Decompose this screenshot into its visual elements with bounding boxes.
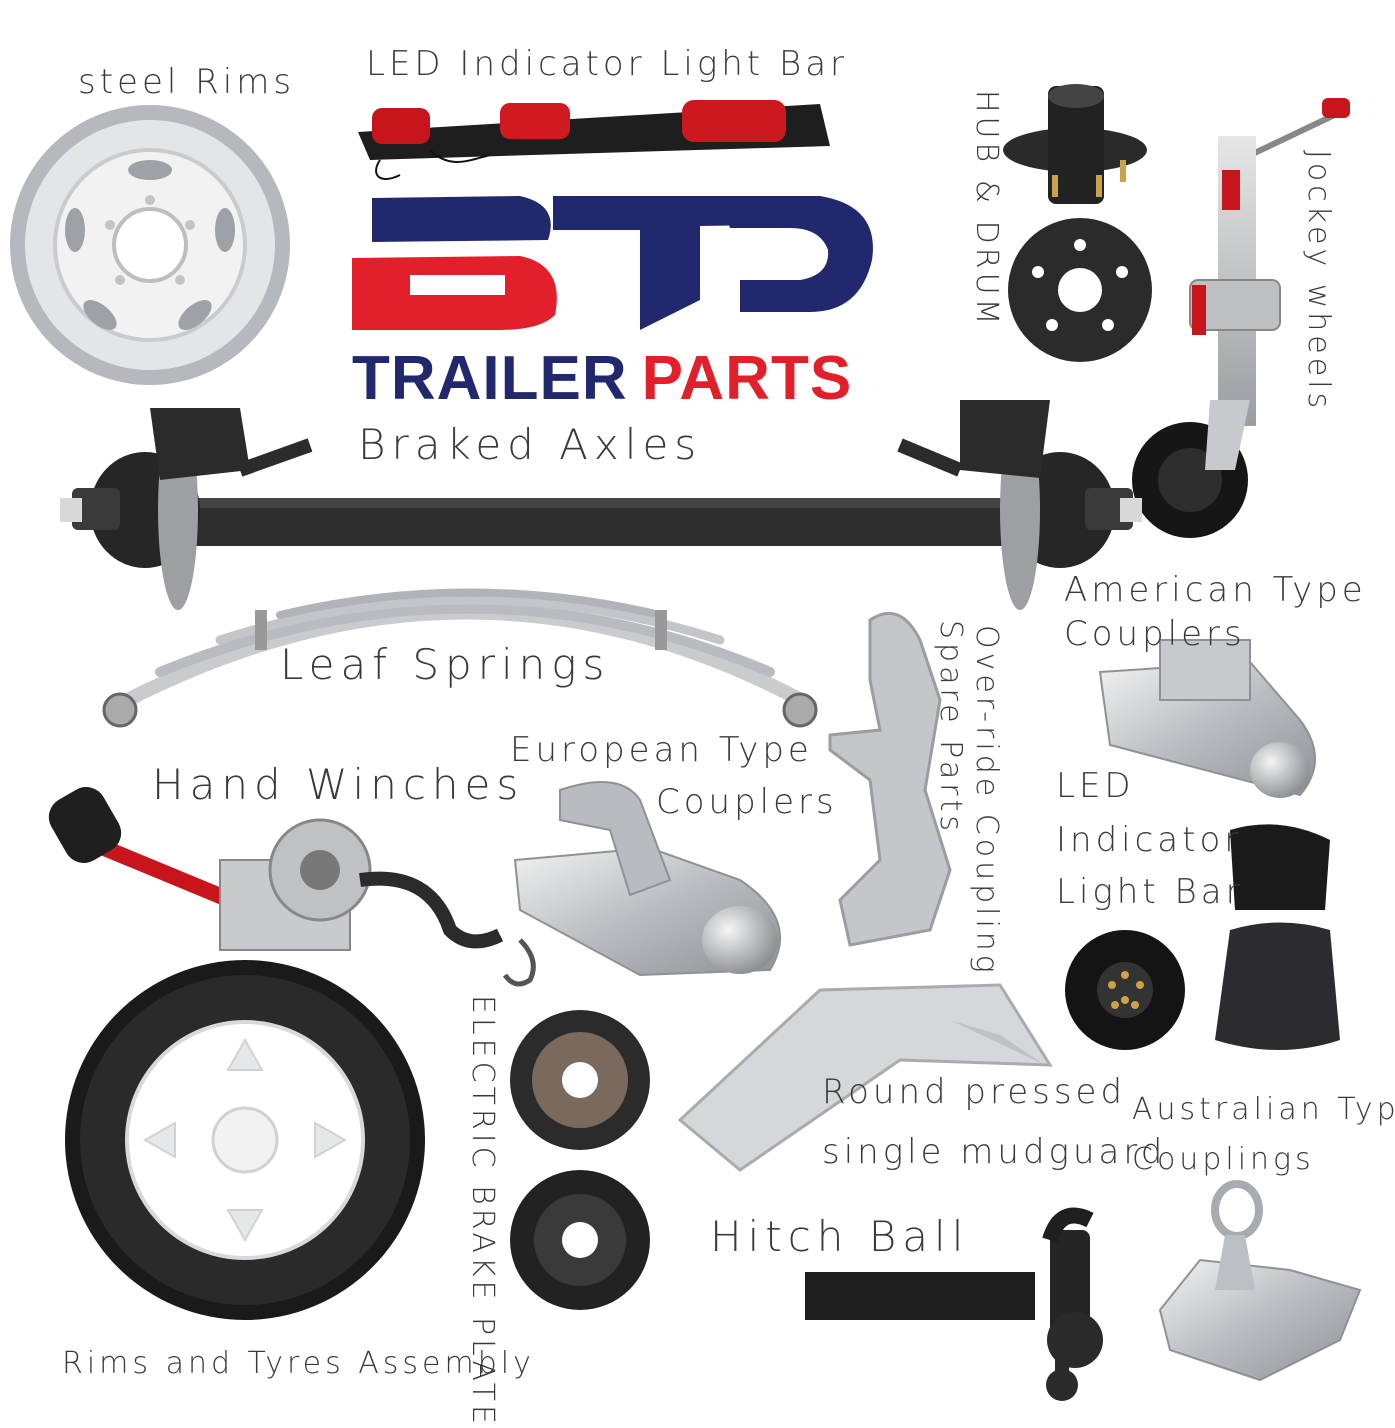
- btp-logo-mark: [352, 196, 873, 330]
- label-european-line-1: European Type: [510, 730, 813, 770]
- hub-drum-icon: [1003, 84, 1152, 362]
- label-led-right-line-3: Light Bar: [1056, 872, 1244, 912]
- label-rims-tyres: Rims and Tyres Assembly: [62, 1346, 535, 1381]
- label-hub-drum: HUB & DRUM: [969, 90, 1004, 329]
- led-light-bar-icon: [358, 100, 830, 180]
- label-hitch-ball: Hitch Ball: [710, 1212, 970, 1261]
- american-coupler-icon: [1098, 639, 1316, 798]
- label-braked-axles: Braked Axles: [358, 420, 703, 469]
- rim-tyre-icon: [65, 960, 425, 1320]
- trailer-socket-icon: [1065, 824, 1340, 1050]
- label-american-line-2: Couplers: [1064, 614, 1246, 654]
- label-mudguard-line-2: single mudguard: [822, 1132, 1167, 1172]
- label-steel-rims: steel Rims: [78, 62, 296, 102]
- leaf-spring-icon: [102, 588, 818, 728]
- label-led-bar-top: LED Indicator Light Bar: [366, 44, 849, 84]
- hand-winch-icon: [48, 787, 536, 987]
- label-mudguard-line-1: Round pressed: [822, 1072, 1127, 1112]
- electric-brake-plate-icon: [510, 1010, 650, 1310]
- label-led-right-line-2: Indicator: [1056, 820, 1243, 860]
- hitch-ball-icon: [805, 1207, 1103, 1401]
- european-coupler-icon: [513, 781, 781, 977]
- label-override-line-1: Over-ride Coupling: [969, 625, 1004, 977]
- brand-word-trailer: TRAILER: [352, 344, 628, 413]
- override-coupling-icon: [828, 611, 952, 947]
- steel-rim-icon: [10, 105, 290, 385]
- label-australian-line-2: Couplings: [1132, 1142, 1315, 1177]
- label-jockey-wheels: Jockey wheels: [1301, 150, 1336, 413]
- label-european-line-2: Couplers: [656, 782, 838, 822]
- label-hand-winches: Hand Winches: [152, 760, 525, 809]
- braked-axle-icon: [60, 400, 1142, 610]
- australian-coupling-icon: [1158, 1180, 1362, 1382]
- jockey-wheel-icon: [1132, 98, 1350, 538]
- label-led-right-line-1: LED: [1056, 766, 1135, 806]
- label-override-line-2: Spare Parts: [933, 620, 968, 835]
- label-leaf-springs: Leaf Springs: [280, 640, 611, 689]
- label-american-line-1: American Type: [1064, 570, 1367, 610]
- mudguard-icon: [677, 983, 1053, 1172]
- brand-word-parts: PARTS: [641, 344, 853, 413]
- label-australian-line-1: Australian Type: [1132, 1092, 1395, 1127]
